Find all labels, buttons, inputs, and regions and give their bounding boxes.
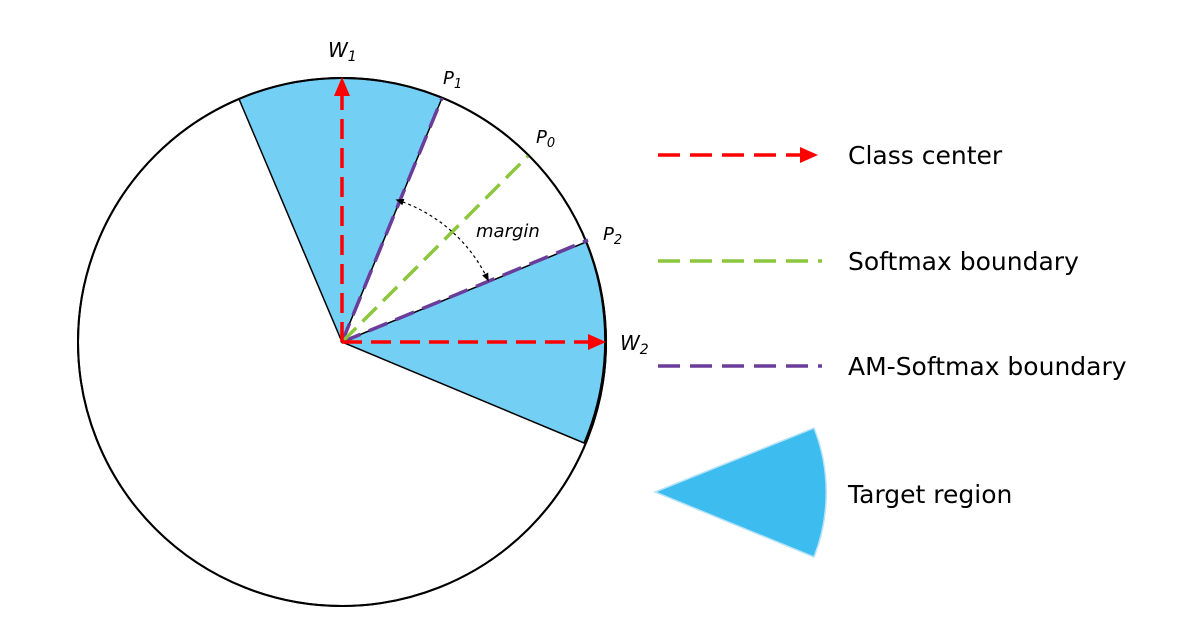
label-w1: W1: [328, 38, 357, 65]
legend-item-class-center: Class center: [658, 141, 1003, 170]
am-softmax-boundary-p2: [341, 238, 589, 344]
legend-item-am-softmax-boundary: AM-Softmax boundary: [658, 352, 1127, 381]
legend-class-center-arrowhead: [800, 147, 818, 163]
margin-arc: [395, 198, 489, 282]
legend-item-target-region: Target region: [653, 427, 1012, 558]
label-p1: P1: [443, 68, 462, 92]
legend-target-region-sector: [653, 427, 827, 558]
label-p0: P0: [536, 127, 555, 151]
class-center-w1-arrowhead: [334, 77, 350, 96]
legend: Class center Softmax boundary AM-Softmax…: [653, 141, 1127, 558]
margin-label: margin: [476, 221, 540, 242]
legend-target-region-label: Target region: [847, 480, 1012, 509]
label-p2: P2: [603, 224, 622, 248]
legend-softmax-label: Softmax boundary: [848, 247, 1079, 276]
legend-item-softmax-boundary: Softmax boundary: [658, 247, 1079, 276]
label-w2: W2: [620, 331, 649, 358]
am-softmax-boundary-p1: [340, 97, 444, 343]
class-center-w2-arrowhead: [588, 334, 606, 350]
legend-class-center-label: Class center: [848, 141, 1003, 170]
legend-am-softmax-label: AM-Softmax boundary: [848, 352, 1127, 381]
